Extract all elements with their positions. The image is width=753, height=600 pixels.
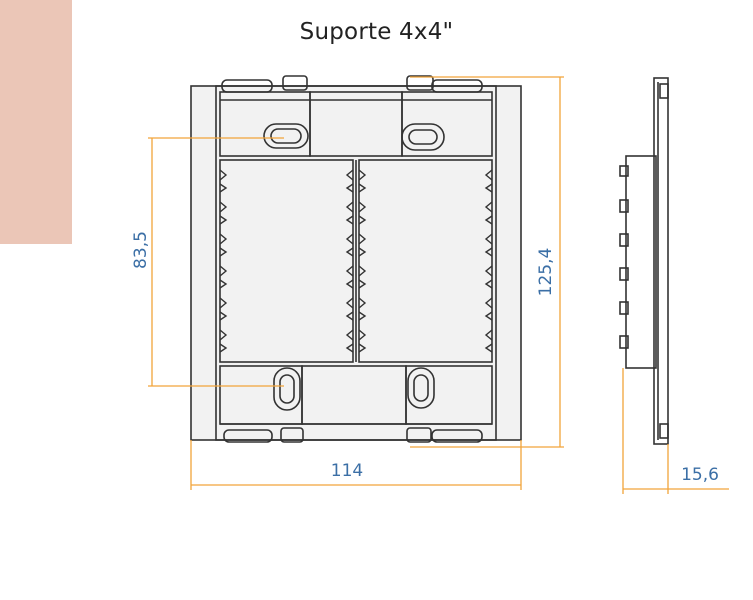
side-top-lip (659, 83, 669, 99)
side-plate (653, 77, 669, 445)
module-opening-right (358, 159, 493, 363)
side-tab-3 (619, 233, 629, 247)
bottom-center-clip (280, 427, 304, 443)
top-right-screw-slot (401, 123, 445, 151)
retention-tooth (219, 169, 228, 193)
side-tab-1 (619, 165, 629, 177)
retention-tooth (358, 233, 367, 257)
retention-tooth (358, 329, 367, 353)
dimension-hole-spacing-label: 83,5 (131, 231, 151, 269)
top-band-right (401, 91, 493, 157)
retention-tooth (358, 201, 367, 225)
front-view (190, 75, 522, 443)
retention-tooth (484, 233, 493, 257)
retention-tooth (219, 201, 228, 225)
retention-tooth (484, 201, 493, 225)
bottom-right-clip-2 (431, 429, 483, 443)
bottom-left-clip (223, 429, 273, 443)
bottom-right-screw-slot-inner (413, 374, 429, 402)
top-right-screw-slot-inner (408, 129, 438, 145)
retention-tooth (484, 297, 493, 321)
retention-tooth (345, 329, 354, 353)
retention-tooth (484, 265, 493, 289)
dimension-width-label: 114 (331, 461, 363, 481)
side-bottom-lip (659, 423, 669, 439)
retention-tooth (345, 297, 354, 321)
support-inner-frame (215, 85, 497, 441)
retention-tooth (345, 265, 354, 289)
retention-tooth (358, 169, 367, 193)
module-opening-left (219, 159, 354, 363)
top-left-screw-slot (263, 123, 309, 149)
retention-tooth (358, 265, 367, 289)
top-left-screw-slot-inner (270, 128, 302, 144)
retention-tooth (484, 169, 493, 193)
module-retention-teeth (219, 169, 493, 353)
side-box-body (625, 155, 657, 369)
bottom-right-clip (406, 427, 432, 443)
bottom-left-screw-slot-inner (279, 374, 295, 404)
side-view (619, 77, 669, 445)
side-tab-5 (619, 301, 629, 315)
side-tab-6 (619, 335, 629, 349)
retention-tooth (219, 329, 228, 353)
side-tab-4 (619, 267, 629, 281)
side-tab-2 (619, 199, 629, 213)
retention-tooth (219, 297, 228, 321)
dimension-lines (148, 76, 729, 494)
retention-tooth (219, 265, 228, 289)
dimension-depth-label: 15,6 (681, 465, 719, 485)
dimension-height-label: 125,4 (536, 248, 556, 297)
top-center-clip (282, 75, 308, 91)
bottom-left-screw-slot (273, 367, 301, 411)
retention-tooth (345, 169, 354, 193)
diagram-title: Suporte 4x4" (299, 19, 454, 45)
retention-tooth (219, 233, 228, 257)
retention-tooth (345, 201, 354, 225)
retention-tooth (345, 233, 354, 257)
color-swatch (0, 0, 72, 244)
retention-tooth (484, 329, 493, 353)
retention-tooth (358, 297, 367, 321)
bottom-right-screw-slot (407, 367, 435, 409)
